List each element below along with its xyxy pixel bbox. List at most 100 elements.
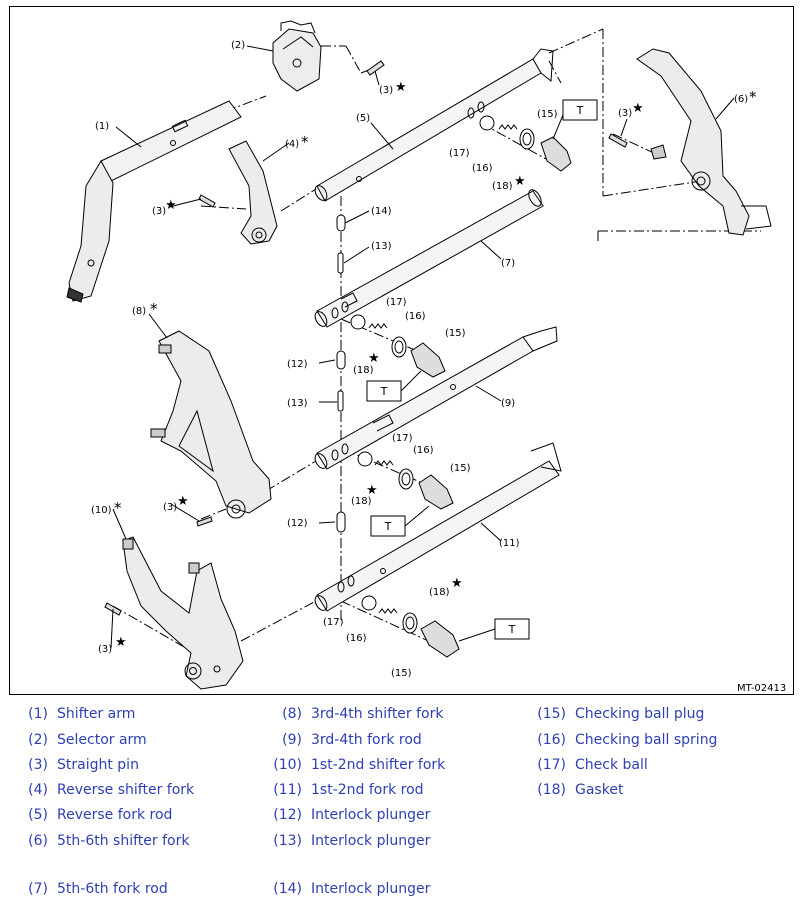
legend-item-3: (3)Straight pin	[10, 757, 139, 773]
callout-3e: (3)	[98, 644, 112, 655]
star-3d: ★	[177, 494, 189, 509]
legend-item-18: (18) Gasket	[528, 782, 623, 798]
callout-16a: (16)	[472, 163, 493, 174]
callout-12b: (12)	[287, 518, 308, 529]
torque-label-1: T	[576, 104, 584, 117]
legend-num: (9)	[282, 732, 302, 748]
star-marks: ★ ★ ★ ★ ★ ★ ★ ★ ★	[115, 80, 644, 650]
legend-num: (1)	[28, 706, 48, 722]
shifter-arm	[66, 100, 242, 303]
legend-label: Check ball	[575, 757, 648, 773]
callout-18b: (18)	[353, 365, 374, 376]
legend-num: (6)	[28, 833, 48, 849]
callout-10: (10)	[91, 505, 112, 516]
callout-18a: (18)	[492, 181, 513, 192]
callout-13b: (13)	[287, 398, 308, 409]
callout-1: (1)	[95, 121, 109, 132]
torque-labels: T T T T	[380, 104, 584, 636]
legend-num: (2)	[28, 732, 48, 748]
callout-3c: (3)	[618, 108, 632, 119]
callout-3d: (3)	[163, 502, 177, 513]
legend-label: 1st-2nd fork rod	[311, 782, 424, 798]
legend-item-9: (9) 3rd-4th fork rod	[264, 732, 422, 748]
exploded-diagram: (1) (2) (3) (3) (3) (3) (3) (4) (5) (6) …	[9, 6, 794, 695]
reverse-fork-rod	[314, 48, 554, 202]
legend-num: (14)	[273, 881, 302, 897]
legend-item-12: (12)Interlock plunger	[264, 807, 430, 823]
legend-num: (16)	[537, 732, 566, 748]
legend-label: 3rd-4th fork rod	[311, 732, 422, 748]
legend-item-8: (8) 3rd-4th shifter fork	[264, 706, 443, 722]
callout-18c: (18)	[351, 496, 372, 507]
callout-15d: (15)	[391, 668, 412, 679]
callout-13a: (13)	[371, 241, 392, 252]
callout-16d: (16)	[346, 633, 367, 644]
figure-code: MT-02413	[737, 683, 786, 694]
callout-15b: (15)	[445, 328, 466, 339]
callout-18d: (18)	[429, 587, 450, 598]
legend-num: (10)	[273, 757, 302, 773]
legend-num: (4)	[28, 782, 48, 798]
5th-6th-fork-rod	[314, 189, 544, 328]
selector-arm	[272, 20, 322, 92]
3rd-4th-shifter-fork	[150, 330, 272, 519]
callout-9: (9)	[501, 398, 515, 409]
legend-item-17: (17)Check ball	[528, 757, 648, 773]
torque-label-2: T	[380, 385, 388, 398]
legend-item-5: (5) Reverse fork rod	[10, 807, 172, 823]
callout-2: (2)	[231, 40, 245, 51]
legend-label: Straight pin	[57, 757, 139, 773]
5th-6th-shifter-fork	[636, 48, 772, 236]
legend-num: (8)	[282, 706, 302, 722]
torque-label-3: T	[384, 520, 392, 533]
legend-item-4: (4)Reverse shifter fork	[10, 782, 194, 798]
legend-label: Gasket	[575, 782, 624, 798]
1st-2nd-shifter-fork	[122, 536, 244, 690]
callout-labels: (1) (2) (3) (3) (3) (3) (3) (4) (5) (6) …	[91, 40, 748, 679]
legend-item-14: (14) Interlock plunger	[264, 881, 430, 897]
legend-item-2: (2) Selector arm	[10, 732, 147, 748]
torque-boxes	[366, 99, 598, 642]
legend-label: Checking ball spring	[575, 732, 718, 748]
star-3c: ★	[632, 101, 644, 116]
star-18b: ★	[368, 351, 380, 366]
callout-3b: (3)	[152, 206, 166, 217]
legend-num: (7)	[28, 881, 48, 897]
legend-num: (13)	[273, 833, 302, 849]
reverse-shifter-fork	[228, 140, 278, 245]
callout-4: (4)	[285, 139, 299, 150]
asterisk-8: *	[150, 300, 158, 318]
legend-item-1: (1) Shifter arm	[10, 706, 135, 722]
callout-12a: (12)	[287, 359, 308, 370]
callout-8: (8)	[132, 306, 146, 317]
legend-label: 5th-6th fork rod	[57, 881, 168, 897]
legend-num: (18)	[537, 782, 566, 798]
star-18c: ★	[366, 483, 378, 498]
asterisk-4: *	[301, 133, 309, 151]
asterisk-6: *	[749, 88, 757, 106]
callout-11: (11)	[499, 538, 520, 549]
legend-label: 5th-6th shifter fork	[57, 833, 190, 849]
callout-3a: (3)	[379, 85, 393, 96]
callout-15c: (15)	[450, 463, 471, 474]
detent-assemblies	[350, 115, 572, 658]
legend-item-15: (15) Checking ball plug	[528, 706, 704, 722]
callout-17c: (17)	[392, 433, 413, 444]
3rd-4th-fork-rod	[314, 326, 558, 470]
1st-2nd-fork-rod	[314, 442, 562, 612]
legend-num: (15)	[537, 706, 566, 722]
torque-label-4: T	[508, 623, 516, 636]
callout-16c: (16)	[413, 445, 434, 456]
legend-label: Selector arm	[57, 732, 147, 748]
legend-num: (12)	[273, 807, 302, 823]
legend-num: (5)	[28, 807, 48, 823]
callout-17b: (17)	[386, 297, 407, 308]
legend-label: Interlock plunger	[311, 881, 431, 897]
legend-item-13: (13)Interlock plunger	[264, 833, 430, 849]
legend-label: Checking ball plug	[575, 706, 705, 722]
legend-label: 3rd-4th shifter fork	[311, 706, 444, 722]
callout-14: (14)	[371, 206, 392, 217]
legend-label: Reverse fork rod	[57, 807, 173, 823]
legend-label: Shifter arm	[57, 706, 136, 722]
star-18d: ★	[451, 576, 463, 591]
